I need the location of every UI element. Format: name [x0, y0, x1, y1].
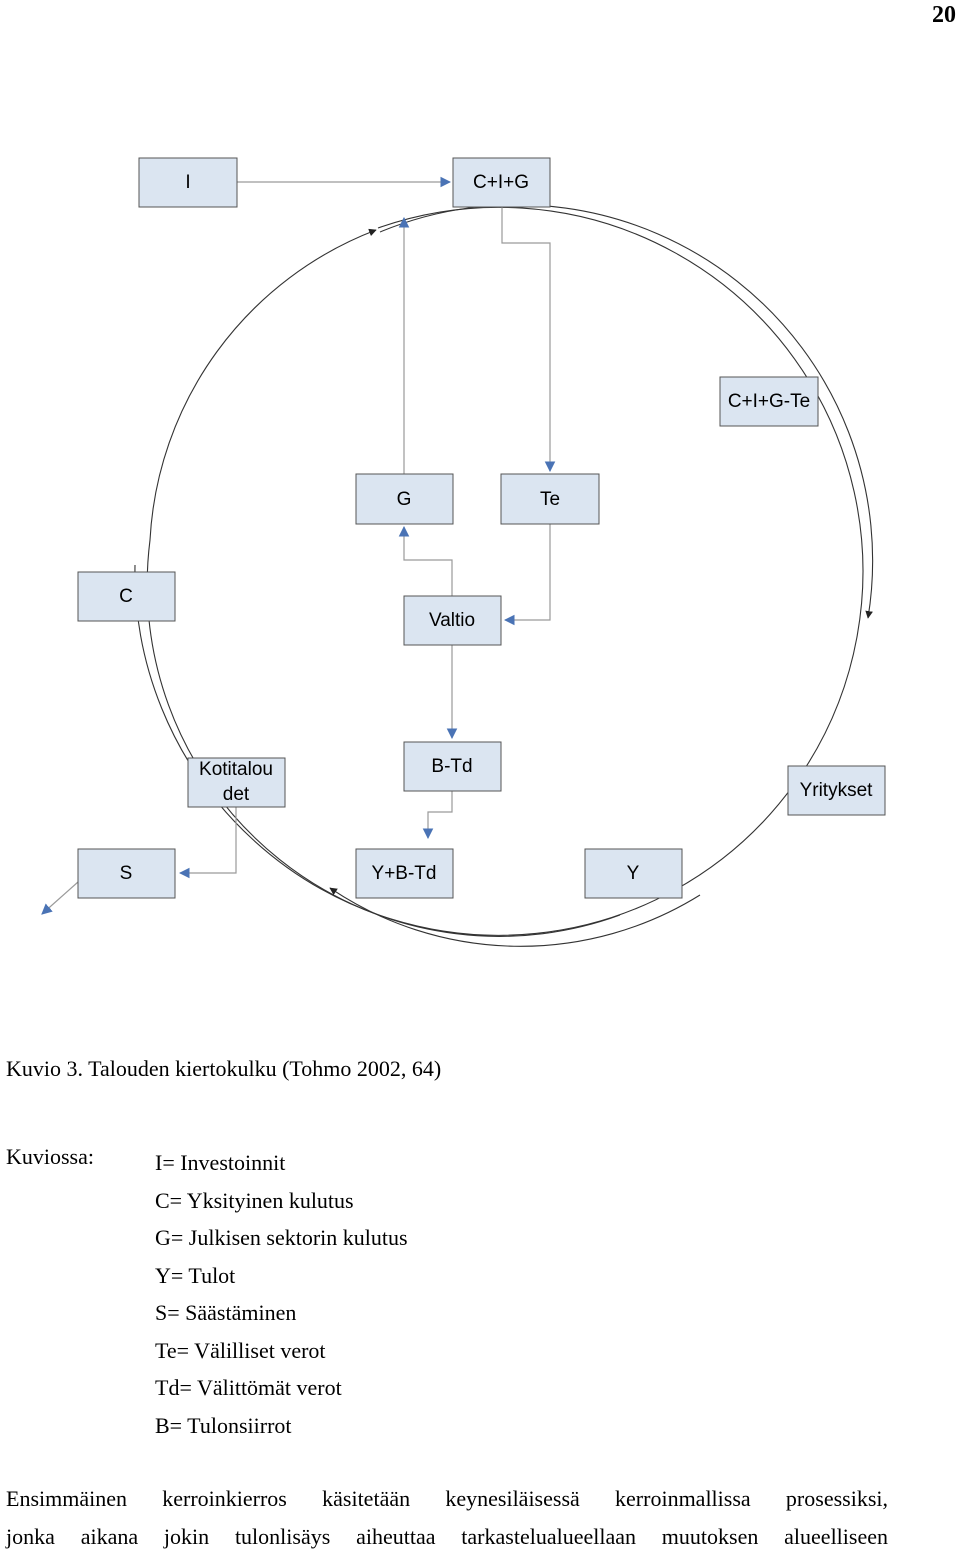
arrow-te-to-valtio	[505, 524, 550, 620]
arrow-valtio-to-g	[404, 527, 452, 596]
legend-item: C= Yksityinen kulutus	[155, 1182, 408, 1220]
node-valtio-label: Valtio	[429, 610, 475, 631]
node-y-label: Y	[627, 863, 640, 884]
legend-item: B= Tulonsiirrot	[155, 1407, 408, 1445]
node-ybtd-label: Y+B-Td	[372, 863, 437, 884]
circular-flow-diagram: I C+I+G C+I+G-Te G Te C Valtio Kotitalou…	[0, 0, 960, 1000]
node-cig-label: C+I+G	[473, 172, 529, 193]
node-y: Y	[585, 849, 682, 898]
node-s-label: S	[120, 863, 133, 884]
node-te: Te	[501, 474, 599, 524]
node-ybtd: Y+B-Td	[356, 849, 453, 898]
arrow-kotitaloudet-to-s	[180, 807, 236, 873]
node-kotitaloudet: Kotitalou det	[188, 758, 285, 807]
node-c: C	[78, 572, 175, 621]
node-i: I	[139, 158, 237, 207]
node-cigte-label: C+I+G-Te	[728, 391, 810, 412]
node-yritykset: Yritykset	[788, 766, 885, 815]
node-cig: C+I+G	[453, 158, 550, 207]
arrow-cig-to-te	[502, 207, 550, 471]
body-paragraph: Ensimmäinen kerroinkierros käsitetään ke…	[6, 1480, 888, 1555]
arrow-btd-to-ybtd	[428, 791, 452, 838]
node-yritykset-label: Yritykset	[800, 780, 874, 801]
node-g: G	[356, 474, 453, 524]
node-g-label: G	[397, 489, 412, 510]
legend-item: I= Investoinnit	[155, 1144, 408, 1182]
node-te-label: Te	[540, 489, 560, 510]
node-valtio: Valtio	[404, 596, 501, 645]
connectors	[42, 182, 550, 914]
legend-item: Y= Tulot	[155, 1257, 408, 1295]
legend-title: Kuviossa:	[6, 1144, 94, 1170]
node-kotitaloudet-label-1: Kotitalou	[199, 759, 273, 780]
circular-flow	[135, 205, 873, 947]
circle-inner-left	[147, 230, 620, 936]
figure-caption: Kuvio 3. Talouden kiertokulku (Tohmo 200…	[6, 1056, 441, 1082]
arrow-s-outflow	[42, 882, 78, 914]
node-i-label: I	[185, 172, 190, 193]
node-btd-label: B-Td	[431, 756, 472, 777]
legend-item: G= Julkisen sektorin kulutus	[155, 1219, 408, 1257]
node-s: S	[78, 849, 175, 898]
legend-list: I= Investoinnit C= Yksityinen kulutus G=…	[155, 1144, 408, 1444]
node-kotitaloudet-label-2: det	[223, 784, 250, 805]
body-line: jonka aikana jokin tulonlisäys aiheuttaa…	[6, 1518, 888, 1555]
legend-item: Te= Välilliset verot	[155, 1332, 408, 1370]
node-cigte: C+I+G-Te	[720, 377, 818, 426]
circle-outer	[135, 207, 863, 935]
legend-item: S= Säästäminen	[155, 1294, 408, 1332]
legend-item: Td= Välittömät verot	[155, 1369, 408, 1407]
node-btd: B-Td	[404, 742, 501, 791]
node-c-label: C	[119, 586, 133, 607]
body-line: Ensimmäinen kerroinkierros käsitetään ke…	[6, 1480, 888, 1518]
